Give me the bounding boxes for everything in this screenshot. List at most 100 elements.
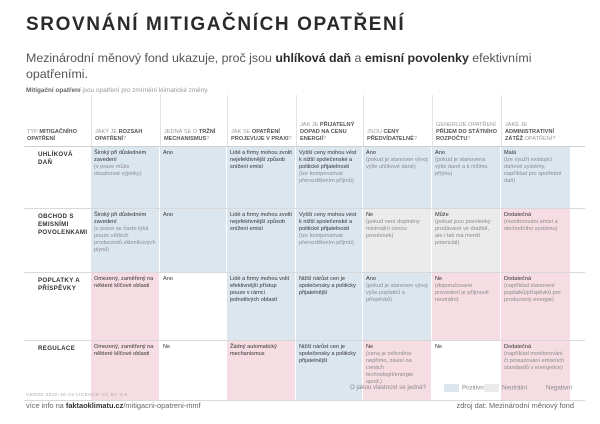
column-header: JAK JE PŘIJATELNÝ DOPAD NA CENU ENERGIÍ? bbox=[296, 95, 362, 146]
column-header-suffix: OPATŘENÍ? bbox=[523, 136, 556, 142]
table-cell: Ne bbox=[432, 341, 500, 400]
cell-note: (pokud je stanovena výše daně a k nížimu… bbox=[435, 157, 488, 177]
cell-main-text: Ano bbox=[366, 276, 376, 282]
cell-main-text: Malá bbox=[504, 150, 517, 156]
cell-note: (pokud je stanoven vývoj výše uhlíkové d… bbox=[366, 157, 428, 170]
legend-neutral: Neutrální bbox=[484, 384, 527, 392]
column-header-text: JAK SE OPATŘENÍ PROJEVUJE V PRAXI? bbox=[231, 129, 292, 143]
cell-main-text: Omezený, zaměřený na některé klíčové obl… bbox=[94, 276, 154, 289]
version-license: VERZE 2020-10-22 LICENCE CC BY 4.0 bbox=[26, 393, 128, 398]
legend-swatch-neutral bbox=[484, 384, 499, 392]
cell-main-text: Vyšší ceny mohou vést k nižší společensk… bbox=[299, 212, 357, 232]
more-info-link[interactable]: více info na faktaoklimatu.cz/mitigacni-… bbox=[26, 401, 201, 410]
cell-main-text: Žádný automatický mechanismus bbox=[230, 344, 277, 357]
cell-note: (v praxe se často týká pouze větších pro… bbox=[94, 226, 156, 253]
table-cell: Omezený, zaměřený na některé klíčové obl… bbox=[91, 341, 159, 400]
page-title: SROVNÁNÍ MITIGAČNÍCH OPATŘENÍ bbox=[26, 14, 406, 35]
table-row: POPLATKY A PŘÍSPĚVKY Omezený, zaměřený na… bbox=[24, 273, 585, 341]
column-header-suffix: ? bbox=[123, 136, 127, 142]
column-header-text: JAKÝ JE ROZSAH OPATŘENÍ? bbox=[95, 129, 156, 143]
column-header-bold: ROZSAH OPATŘENÍ bbox=[95, 129, 143, 142]
legend: O jakou vlastnost se jedná? Pozitivní Ne… bbox=[0, 384, 600, 394]
table-cell: Dodatečná(například stanovení poplatků/p… bbox=[501, 273, 570, 340]
cell-main-text: Ano bbox=[163, 212, 173, 218]
column-header-bold: TRŽNÍ MECHANISMUS bbox=[164, 129, 216, 142]
cell-main-text: Ne bbox=[163, 344, 171, 350]
table-cell: Ano bbox=[160, 147, 226, 208]
column-header-text: JSOU CENY PŘEDVÍDATELNÉ? bbox=[367, 129, 428, 143]
table-cell: Ano(pokud je stanoven vývoj výše uhlíkov… bbox=[363, 147, 431, 208]
column-header: JAKÝ JE ROZSAH OPATŘENÍ? bbox=[91, 95, 159, 146]
legend-question: O jakou vlastnost se jedná? bbox=[350, 384, 427, 391]
cell-main-text: Ne bbox=[366, 212, 374, 218]
column-header-prefix: JAKÉ JE bbox=[505, 122, 528, 128]
column-header-suffix: ? bbox=[206, 136, 210, 142]
table-cell: Ano bbox=[160, 209, 226, 272]
column-header-suffix: ? bbox=[288, 136, 292, 142]
table-cell: Nižší nárůst cen je společensky a politi… bbox=[296, 341, 362, 400]
cell-note: (v praxe může obsahovat výjimky) bbox=[94, 164, 142, 177]
cell-note: (doporučované provedení je příjmově neut… bbox=[435, 283, 489, 303]
cell-main-text: Ne bbox=[435, 276, 443, 282]
column-header-prefix: JAK JE bbox=[300, 122, 320, 128]
table-cell: Vyšší ceny mohou vést k nižší společensk… bbox=[296, 209, 362, 272]
column-header-prefix: TYP bbox=[27, 129, 40, 135]
table-cell: Nižší nárůst cen je společensky a politi… bbox=[296, 273, 362, 340]
table-cell: Malá(lze využít existující daňové systém… bbox=[501, 147, 570, 208]
table-cell: Může(pokud jsou povolenky prodávané ve d… bbox=[432, 209, 500, 272]
column-header-bold: OPATŘENÍ PROJEVUJE V PRAXI bbox=[231, 129, 289, 142]
column-header: TYP MITIGAČNÍHO OPATŘENÍ bbox=[24, 95, 90, 146]
legend-swatch-negative bbox=[528, 384, 543, 392]
cell-main-text: Ano bbox=[163, 150, 173, 156]
cell-main-text: Lidé a firmy mohou volit efektivnější př… bbox=[230, 276, 290, 303]
cell-note: (pokud jsou povolenky prodávané ve dražb… bbox=[435, 219, 491, 246]
lead-text: Mezinárodní měnový fond ukazuje, proč js… bbox=[26, 50, 586, 82]
row-label: UHLÍKOVÁ DAŇ bbox=[38, 151, 73, 166]
column-header-text: JEDNÁ SE O TRŽNÍ MECHANISMUS? bbox=[164, 129, 223, 143]
column-header-text: TYP MITIGAČNÍHO OPATŘENÍ bbox=[27, 129, 87, 143]
cell-main-text: Široký při důsledném zavedení bbox=[94, 212, 147, 225]
column-header: JAKÉ JE ADMINISTRATIVNÍ ZÁTĚŽ OPATŘENÍ? bbox=[501, 95, 570, 146]
legend-positive: Pozitivní bbox=[444, 384, 485, 392]
column-header: JAK SE OPATŘENÍ PROJEVUJE V PRAXI? bbox=[227, 95, 295, 146]
table-cell: Ne bbox=[160, 341, 226, 400]
table-header-row: TYP MITIGAČNÍHO OPATŘENÍ JAKÝ JE ROZSAH O… bbox=[24, 95, 585, 147]
column-header-text: GENERUJE OPATŘENÍ PŘÍJEM DO STÁTNÍHO ROZ… bbox=[436, 122, 497, 143]
table-cell: Široký při důsledném zavedení(v praxe mů… bbox=[91, 147, 159, 208]
column-header-prefix: JEDNÁ SE O bbox=[164, 129, 199, 135]
table-cell: Lidé a firmy mohou zvolit nejefektivnějš… bbox=[227, 147, 295, 208]
cell-note: (pokud je stanoven vývoj výše poplatků a… bbox=[366, 283, 428, 303]
cell-main-text: Dodatečná bbox=[504, 276, 532, 282]
data-source: zdroj dat: Mezinárodní měnový fond bbox=[456, 401, 575, 410]
cell-main-text: Omezený, zaměřený na některé klíčové obl… bbox=[94, 344, 154, 357]
cell-main-text: Ano bbox=[163, 276, 173, 282]
column-header-bold: CENY PŘEDVÍDATELNÉ bbox=[367, 129, 414, 142]
lead-part: efektivními opatřeními. bbox=[26, 51, 532, 81]
table-cell: Lidé a firmy mohou zvolit nejefektivnějš… bbox=[227, 209, 295, 272]
cell-main-text: Lidé a firmy mohou zvolit nejefektivnějš… bbox=[230, 150, 292, 170]
table-cell: Vyšší ceny mohou vést k nižší společensk… bbox=[296, 147, 362, 208]
row-label: POPLATKY A PŘÍSPĚVKY bbox=[38, 277, 80, 292]
cell-main-text: Ne bbox=[366, 344, 374, 350]
cell-note: (lze využít existující daňové systémy, n… bbox=[504, 157, 562, 184]
legend-label-neutral: Neutrální bbox=[502, 384, 528, 392]
column-header-suffix: ? bbox=[323, 136, 327, 142]
cell-main-text: Ano bbox=[435, 150, 445, 156]
column-header: GENERUJE OPATŘENÍ PŘÍJEM DO STÁTNÍHO ROZ… bbox=[432, 95, 500, 146]
table-cell: Široký při důsledném zavedení(v praxe se… bbox=[91, 209, 159, 272]
column-header-bold: MITIGAČNÍHO OPATŘENÍ bbox=[27, 129, 77, 142]
table-cell: Ne(cena je ovlivněna nepřímo, závisí na … bbox=[363, 341, 431, 400]
cell-main-text: Může bbox=[435, 212, 449, 218]
column-header: JSOU CENY PŘEDVÍDATELNÉ? bbox=[363, 95, 431, 146]
column-header-prefix: GENERUJE OPATŘENÍ bbox=[436, 122, 496, 128]
comparison-table: TYP MITIGAČNÍHO OPATŘENÍ JAKÝ JE ROZSAH O… bbox=[24, 95, 585, 401]
legend-label-positive: Pozitivní bbox=[462, 384, 486, 392]
table-cell: Ano(pokud je stanoven vývoj výše poplatk… bbox=[363, 273, 431, 340]
table-cell: Omezený, zaměřený na některé klíčové obl… bbox=[91, 273, 159, 340]
table-cell: Ne(pokud není doplněny minimální cenou p… bbox=[363, 209, 431, 272]
cell-note: (lze kompenzovat přerozdělením příjmů) bbox=[299, 233, 354, 246]
cell-note: (monitorování emisí a obchodního systému… bbox=[504, 219, 558, 232]
lead-part: a bbox=[351, 51, 365, 65]
column-header-prefix: JAKÝ JE bbox=[95, 129, 119, 135]
